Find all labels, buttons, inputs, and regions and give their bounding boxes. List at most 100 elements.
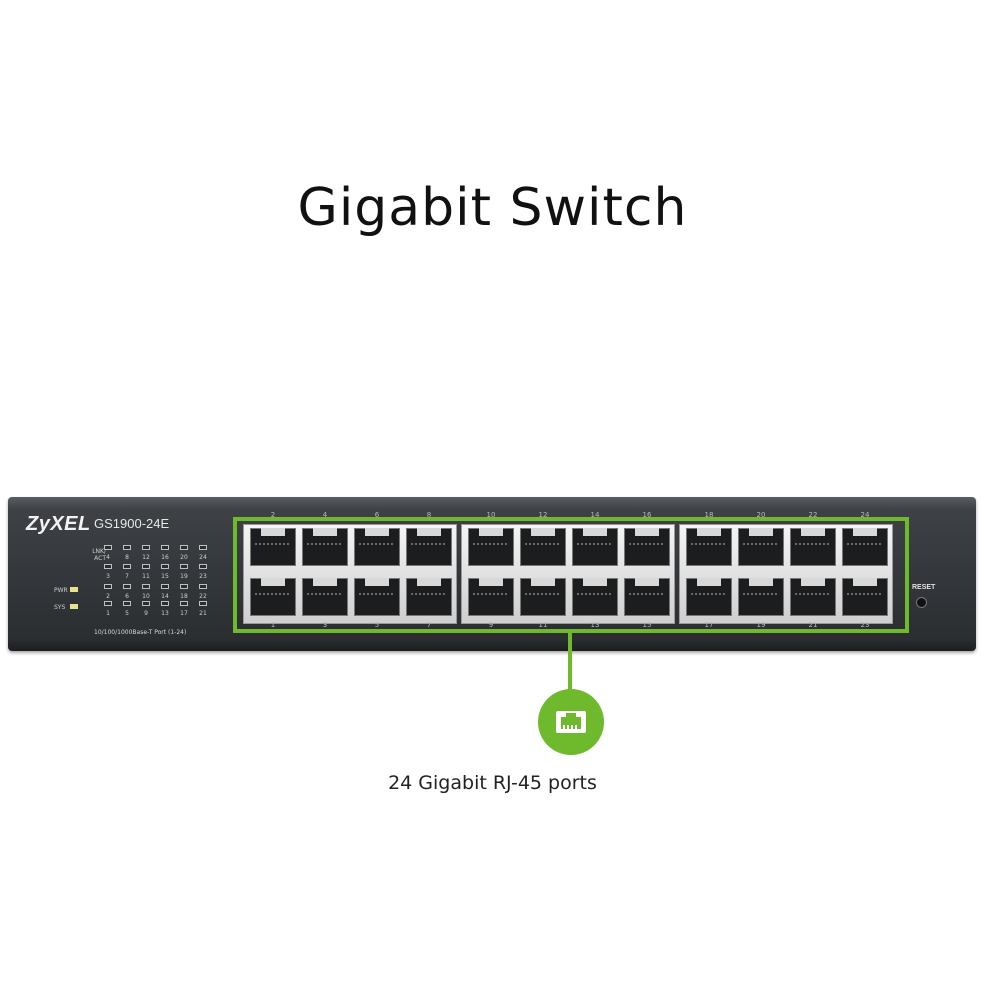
reset-button[interactable] <box>916 597 927 608</box>
led-number: 18 <box>180 593 188 600</box>
led-number: 16 <box>161 554 169 561</box>
port-number: 14 <box>590 511 600 519</box>
sys-led <box>70 604 78 609</box>
rj45-port[interactable] <box>572 528 618 566</box>
led-number: 22 <box>199 593 207 600</box>
port-led <box>180 584 188 589</box>
model-number: GS1900-24E <box>94 516 170 531</box>
rj45-port[interactable] <box>738 528 784 566</box>
led-number: 2 <box>106 593 110 600</box>
ethernet-port-icon <box>556 711 586 733</box>
port-led <box>199 545 207 550</box>
led-number: 7 <box>125 573 129 580</box>
ports-highlight-box <box>233 517 909 633</box>
port-number: 19 <box>756 621 766 629</box>
port-number: 4 <box>322 511 328 519</box>
rj45-port[interactable] <box>302 578 348 616</box>
rj45-port[interactable] <box>520 528 566 566</box>
led-number: 15 <box>161 573 169 580</box>
rj45-port[interactable] <box>250 578 296 616</box>
port-led <box>161 564 169 569</box>
port-number: 8 <box>426 511 432 519</box>
port-led <box>180 601 188 606</box>
port-led <box>104 545 112 550</box>
led-number: 20 <box>180 554 188 561</box>
callout-badge <box>538 689 604 755</box>
rj45-port[interactable] <box>624 578 670 616</box>
rj45-port[interactable] <box>842 528 888 566</box>
rj45-port[interactable] <box>790 578 836 616</box>
port-led <box>142 584 150 589</box>
led-number: 24 <box>199 554 207 561</box>
rj45-port[interactable] <box>354 578 400 616</box>
port-led <box>123 584 131 589</box>
led-number: 11 <box>142 573 150 580</box>
page-title: Gigabit Switch <box>297 178 688 238</box>
led-number: 6 <box>125 593 129 600</box>
port-number: 5 <box>374 621 380 629</box>
rj45-port[interactable] <box>406 528 452 566</box>
port-number: 3 <box>322 621 328 629</box>
port-led <box>180 564 188 569</box>
port-number: 2 <box>270 511 276 519</box>
callout-caption: 24 Gigabit RJ-45 ports <box>388 772 597 794</box>
pwr-label: PWR <box>54 587 68 594</box>
rj45-port[interactable] <box>738 578 784 616</box>
rj45-port[interactable] <box>842 578 888 616</box>
port-number: 20 <box>756 511 766 519</box>
port-led <box>142 564 150 569</box>
lnk-act-label: LNK/ ACT <box>92 548 106 562</box>
rj45-port[interactable] <box>790 528 836 566</box>
port-number: 6 <box>374 511 380 519</box>
led-number: 9 <box>144 610 148 617</box>
led-number: 12 <box>142 554 150 561</box>
port-led <box>199 601 207 606</box>
port-number: 10 <box>486 511 496 519</box>
led-number: 21 <box>199 610 207 617</box>
led-number: 4 <box>106 554 110 561</box>
rj45-port[interactable] <box>468 578 514 616</box>
led-number: 5 <box>125 610 129 617</box>
port-number: 18 <box>704 511 714 519</box>
port-led <box>142 601 150 606</box>
rj45-port[interactable] <box>302 528 348 566</box>
rj45-port[interactable] <box>406 578 452 616</box>
port-number: 22 <box>808 511 818 519</box>
port-led <box>123 601 131 606</box>
port-led <box>180 545 188 550</box>
port-led <box>104 564 112 569</box>
port-number: 15 <box>642 621 652 629</box>
pwr-led <box>70 587 78 592</box>
port-led <box>104 601 112 606</box>
rj45-port[interactable] <box>572 578 618 616</box>
port-number: 24 <box>860 511 870 519</box>
port-led <box>161 584 169 589</box>
port-number: 16 <box>642 511 652 519</box>
port-number: 11 <box>538 621 548 629</box>
rj45-port[interactable] <box>686 528 732 566</box>
led-number: 17 <box>180 610 188 617</box>
port-caption: 10/100/1000Base-T Port (1-24) <box>94 629 187 636</box>
rj45-port[interactable] <box>686 578 732 616</box>
sys-label: SYS <box>54 604 66 611</box>
port-led <box>199 584 207 589</box>
rj45-port[interactable] <box>250 528 296 566</box>
led-number: 14 <box>161 593 169 600</box>
port-number: 12 <box>538 511 548 519</box>
brand-logo: ZyXEL <box>26 513 91 535</box>
rj45-port[interactable] <box>468 528 514 566</box>
port-number: 17 <box>704 621 714 629</box>
rj45-port[interactable] <box>354 528 400 566</box>
led-number: 8 <box>125 554 129 561</box>
rj45-port[interactable] <box>520 578 566 616</box>
led-number: 13 <box>161 610 169 617</box>
port-number: 21 <box>808 621 818 629</box>
port-led <box>104 584 112 589</box>
port-number: 23 <box>860 621 870 629</box>
port-led <box>199 564 207 569</box>
led-number: 23 <box>199 573 207 580</box>
led-number: 19 <box>180 573 188 580</box>
rj45-port[interactable] <box>624 528 670 566</box>
port-number: 9 <box>488 621 494 629</box>
reset-label: RESET <box>912 584 936 591</box>
